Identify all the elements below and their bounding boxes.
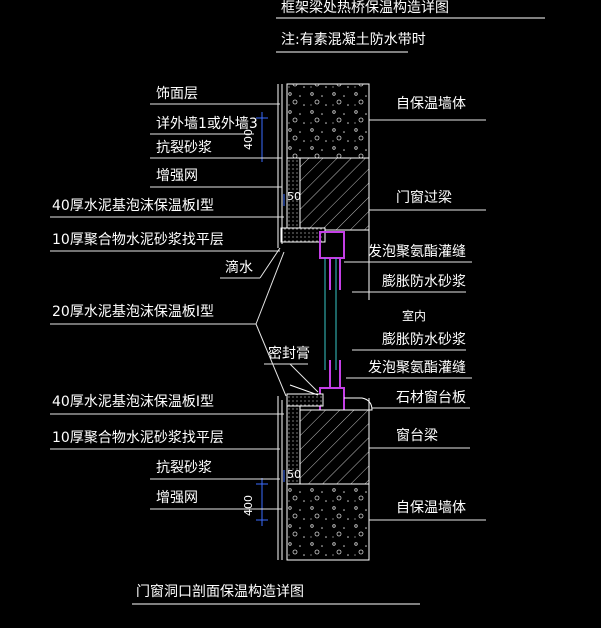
label-sill-board: 石材窗台板 [396,389,466,406]
leader-board20-down [255,323,287,397]
drawing-note: 注:有素混凝土防水带时 [281,32,426,48]
label-lintel: 门窗过梁 [396,189,452,206]
label-indoor: 室内 [402,308,426,323]
label-wall-top: 自保温墙体 [396,96,466,112]
leader-drip-2 [259,247,281,279]
label-board40-bottom: 40厚水泥基泡沫保温板I型 [52,393,214,410]
dim-400-bottom-label: 400 [242,495,255,516]
label-level10-bottom: 10厚聚合物水泥砂浆找平层 [52,430,224,446]
dim-50-top-label: 50 [287,190,301,203]
label-foam-top: 发泡聚氨酯灌缝 [368,244,466,260]
label-mesh-top: 增强网 [156,168,198,184]
dim-400-top-label: 400 [242,129,255,150]
label-anti-crack-bottom: 抗裂砂浆 [156,460,212,476]
top-self-insulated-wall [286,83,370,159]
sealant-bead [289,384,319,396]
label-finish-layer: 饰面层 [156,86,198,102]
label-foam-bottom: 发泡聚氨酯灌缝 [368,360,466,376]
label-sill-beam: 窗台梁 [396,427,438,444]
label-level10-top: 10厚聚合物水泥砂浆找平层 [52,232,224,248]
drawing-caption: 门窗洞口剖面保温构造详图 [136,583,304,600]
bottom-drip-edge [286,393,324,407]
leader-board20-up [255,251,285,325]
label-board40-top: 40厚水泥基泡沫保温板I型 [52,197,214,214]
label-mortar-top: 膨胀防水砂浆 [382,273,466,290]
label-wall-bottom: 自保温墙体 [396,500,466,516]
bottom-self-insulated-wall [286,483,370,561]
lintel-beam [299,157,370,231]
label-drip: 滴水 [225,259,253,276]
label-see-wall: 详外墙1或外墙3 [156,116,258,132]
label-mesh-bottom: 增强网 [156,490,198,506]
label-anti-crack-top: 抗裂砂浆 [156,140,212,156]
window-frame-top [319,231,345,259]
top-drip-edge [280,227,326,243]
label-board20: 20厚水泥基泡沫保温板I型 [52,303,214,320]
dim-50-bottom-label: 50 [287,468,301,481]
label-mortar-bottom: 膨胀防水砂浆 [382,331,466,348]
label-sealant: 密封膏 [268,345,310,362]
stone-sill-board [344,397,373,411]
sill-beam [299,409,370,485]
drawing-title: 框架梁处热桥保温构造详图 [281,0,449,16]
leader-sealant-2 [289,363,319,393]
